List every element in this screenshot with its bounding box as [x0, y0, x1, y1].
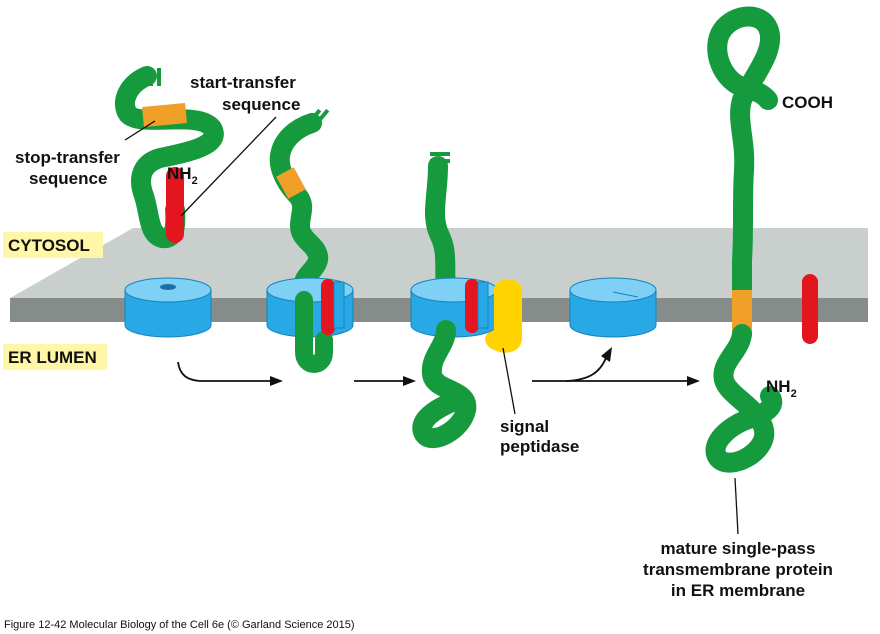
- start-transfer-label: start-transfer: [190, 73, 296, 92]
- stage-1-polypeptide: [114, 66, 224, 249]
- leader-start-transfer: [180, 116, 277, 217]
- stage-1-start-transfer: [142, 103, 187, 127]
- stage-2-start-transfer: [276, 167, 306, 199]
- er-lumen-label: ER LUMEN: [8, 348, 97, 367]
- chain-continuation-mark: [149, 68, 153, 86]
- cytosol-label: CYTOSOL: [8, 236, 90, 255]
- er-lumen-label-box: [3, 344, 107, 370]
- stage-3-polypeptide: [425, 152, 456, 300]
- translocator-body: [124, 289, 212, 338]
- stage-3-chain-upper: [425, 156, 456, 300]
- stage-2-chain-upper: [269, 113, 329, 292]
- translocator-4: [569, 277, 657, 338]
- translocator-pore: [160, 284, 176, 290]
- nh2-label-top: NH2: [167, 164, 198, 187]
- arrow-step-1-head: [270, 376, 283, 386]
- translocator-2-gate: [333, 281, 345, 329]
- stop-transfer-label: stop-transfer: [15, 148, 120, 167]
- chain-continuation-mark: [314, 108, 330, 126]
- signal-peptidase-label: signal: [500, 417, 549, 436]
- translocator-1: [124, 277, 212, 338]
- mature-polypeptide: [705, 6, 783, 473]
- mature-chain-lumenal: [705, 324, 783, 473]
- translocator-3-gate: [477, 281, 489, 329]
- cytosol-label-box: [3, 232, 103, 258]
- chain-continuation-mark: [306, 108, 322, 126]
- stage-2-chain-lower: [295, 291, 333, 373]
- translocator-top: [569, 277, 657, 303]
- start-transfer-label-line2: sequence: [222, 95, 300, 114]
- chain-continuation-mark: [157, 68, 161, 86]
- cooh-label: COOH: [782, 93, 833, 112]
- mature-protein-label: mature single-pass: [661, 539, 816, 558]
- translocator-body: [569, 289, 657, 338]
- arrow-step-3-head: [687, 376, 700, 386]
- arrow-step-3-branch: [565, 357, 607, 382]
- figure-caption: Figure 12-42 Molecular Biology of the Ce…: [4, 619, 355, 631]
- arrow-step-3-branch-head: [601, 347, 612, 362]
- arrow-step-1: [177, 361, 272, 382]
- leader-stop-transfer: [124, 120, 156, 141]
- mature-protein-label-line2: transmembrane protein: [643, 560, 833, 579]
- stop-transfer-label-line2: sequence: [29, 169, 107, 188]
- stage-1-chain: [114, 66, 224, 249]
- chain-continuation-mark: [430, 159, 450, 163]
- mature-chain-cytosolic: [707, 6, 780, 310]
- nh2-label-bottom: NH2: [766, 377, 797, 400]
- leader-signal-peptidase: [502, 347, 516, 415]
- chain-continuation-mark: [430, 152, 450, 156]
- arrow-step-2-head: [403, 376, 416, 386]
- translocator-seam: [612, 291, 639, 298]
- signal-peptidase: [485, 279, 522, 353]
- stage-2-polypeptide: [269, 108, 330, 292]
- mature-protein-label-line3: in ER membrane: [671, 581, 805, 600]
- leader-mature-protein: [734, 477, 739, 535]
- stage-3-chain-lower: [412, 320, 477, 449]
- signal-peptidase-label-line2: peptidase: [500, 437, 579, 456]
